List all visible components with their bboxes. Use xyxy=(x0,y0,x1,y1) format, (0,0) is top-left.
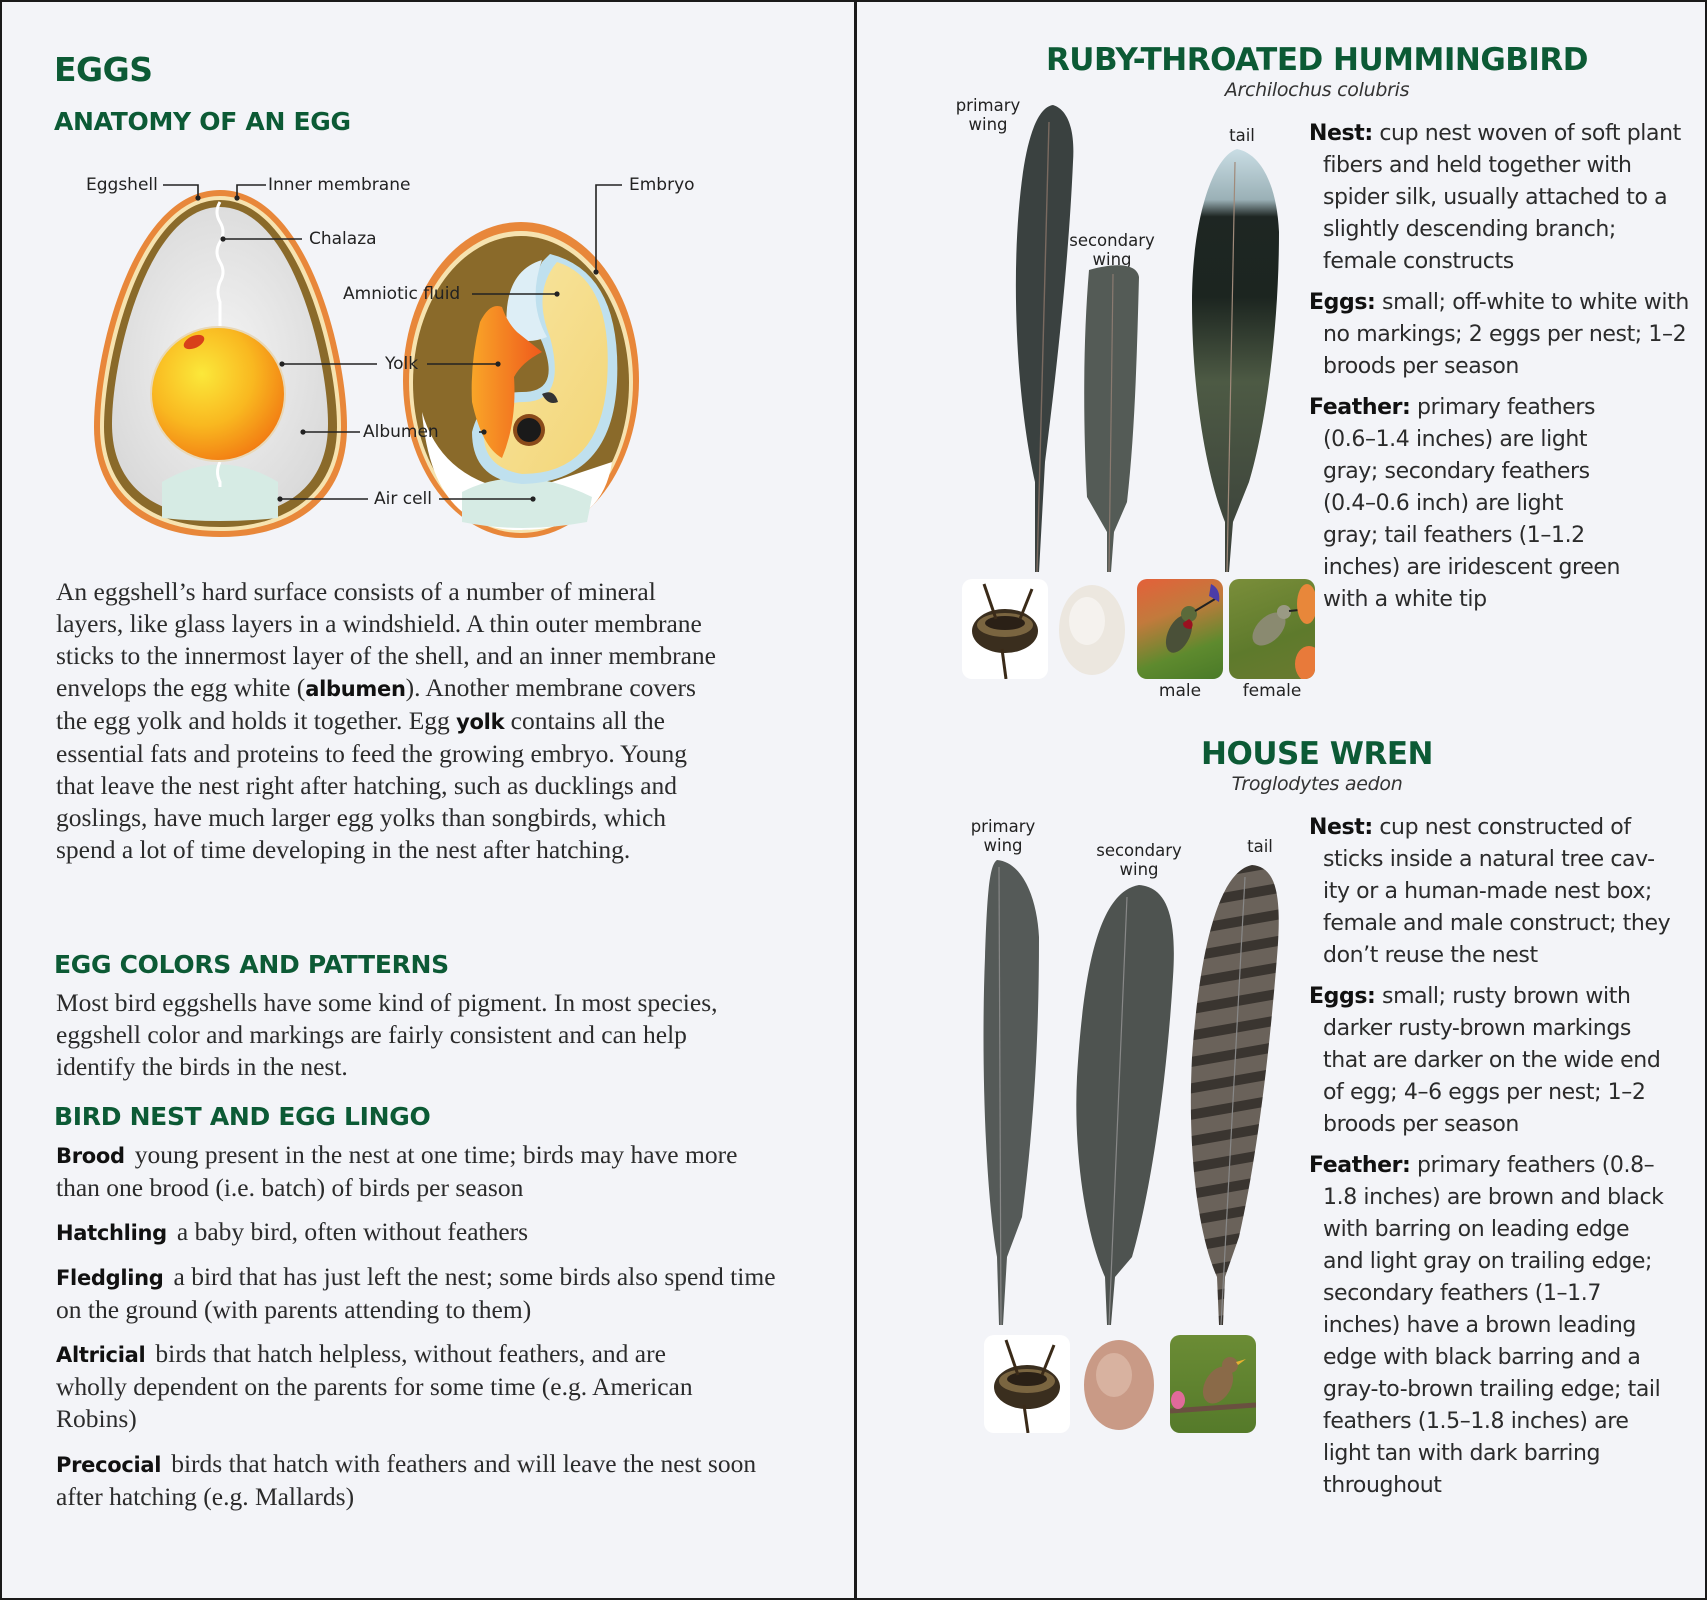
raw-egg-illustration xyxy=(94,190,347,537)
male-hummingbird-photo xyxy=(1137,579,1223,679)
anatomy-heading: ANATOMY OF AN EGG xyxy=(54,107,351,136)
photo-label-male: male xyxy=(1158,681,1202,701)
nest-label: Nest: xyxy=(1309,815,1373,840)
nest-photo xyxy=(984,1335,1070,1433)
term-label: Fledgling xyxy=(56,1266,164,1290)
nest-photo xyxy=(962,579,1048,679)
label-yolk: Yolk xyxy=(385,354,419,374)
anatomy-text-1: An eggshell’s hard surface consists of a… xyxy=(56,577,716,702)
feather-info: Feather: primary feathers (0.6–1.4 inche… xyxy=(1309,392,1623,616)
bold-albumen: albumen xyxy=(305,677,406,701)
nest-text: cup nest woven of soft plant fibers and … xyxy=(1323,121,1681,274)
lingo-term-hatchling: Hatchling a baby bird, often without feat… xyxy=(56,1216,776,1249)
feather-text: primary feathers (0.6–1.4 inches) are li… xyxy=(1323,395,1621,612)
colors-paragraph: Most bird eggshells have some kind of pi… xyxy=(56,988,718,1081)
term-definition: a bird that has just left the nest; some… xyxy=(56,1262,776,1324)
feather-label-tail: tail xyxy=(1229,126,1255,145)
eggs-label: Eggs: xyxy=(1309,984,1376,1009)
label-eggshell: Eggshell xyxy=(86,175,158,195)
label-chalaza: Chalaza xyxy=(309,229,377,249)
term-definition: birds that hatch helpless, without feath… xyxy=(56,1339,693,1433)
anatomy-text-2: ). Another membrane covers the egg yolk … xyxy=(56,673,696,735)
feather-label: Feather: xyxy=(1309,1153,1411,1178)
term-definition: birds that hatch with feathers and will … xyxy=(56,1449,757,1511)
label-air-cell: Air cell xyxy=(374,489,432,509)
page-title: EGGS xyxy=(54,50,153,89)
eggs-text: small; off-white to white with no markin… xyxy=(1323,290,1689,379)
term-definition: young present in the nest at one time; b… xyxy=(56,1140,738,1202)
eggs-info: Eggs: small; rusty brown with darker rus… xyxy=(1309,981,1678,1141)
label-inner-membrane: Inner membrane xyxy=(268,175,411,195)
species-title: RUBY-THROATED HUMMINGBIRD xyxy=(1045,42,1589,78)
house-wren-info: Nest: cup nest constructed of sticks ins… xyxy=(1309,812,1694,1511)
anatomy-paragraph: An eggshell’s hard surface consists of a… xyxy=(56,576,716,866)
house-wren-photo xyxy=(1170,1335,1256,1433)
anatomy-text-3: contains all the essential fats and prot… xyxy=(56,706,688,864)
species-title: HOUSE WREN xyxy=(1201,736,1433,772)
female-hummingbird-photo xyxy=(1229,579,1315,679)
developing-egg-illustration xyxy=(403,222,639,538)
photo-label-female: female xyxy=(1242,681,1302,701)
left-page: EGGS ANATOMY OF AN EGG xyxy=(2,2,852,1598)
term-label: Brood xyxy=(56,1144,125,1168)
label-amniotic-fluid: Amniotic fluid xyxy=(343,284,461,304)
scientific-name: Archilochus colubris xyxy=(1224,79,1410,101)
nest-info: Nest: cup nest woven of soft plant fiber… xyxy=(1309,118,1694,278)
term-label: Precocial xyxy=(56,1453,162,1477)
egg-anatomy-diagram: Eggshell Inner membrane Chalaza Amniotic… xyxy=(2,162,852,552)
term-definition: a baby bird, often without feathers xyxy=(176,1217,529,1246)
term-label: Altricial xyxy=(56,1343,146,1367)
feather-info: Feather: primary feathers (0.8–1.8 inche… xyxy=(1309,1150,1673,1502)
label-albumen: Albumen xyxy=(363,422,439,442)
term-label: Hatchling xyxy=(56,1221,167,1245)
scientific-name: Troglodytes aedon xyxy=(1231,773,1403,795)
eggs-info: Eggs: small; off-white to white with no … xyxy=(1309,287,1694,383)
eggs-label: Eggs: xyxy=(1309,290,1376,315)
feather-label-tail: tail xyxy=(1247,837,1273,856)
page-divider xyxy=(854,2,857,1598)
hummingbird-info: Nest: cup nest woven of soft plant fiber… xyxy=(1309,118,1694,625)
eggs-text: small; rusty brown with darker rusty-bro… xyxy=(1323,984,1661,1137)
egg-photo xyxy=(1082,1335,1157,1433)
egg-photo xyxy=(1057,579,1127,679)
colors-heading: EGG COLORS AND PATTERNS xyxy=(54,950,449,979)
lingo-heading: BIRD NEST AND EGG LINGO xyxy=(54,1102,431,1131)
label-embryo: Embryo xyxy=(629,175,695,195)
right-page: RUBY-THROATED HUMMINGBIRD Archilochus co… xyxy=(857,2,1705,1598)
nest-label: Nest: xyxy=(1309,121,1373,146)
nest-info: Nest: cup nest constructed of sticks ins… xyxy=(1309,812,1678,972)
bold-yolk: yolk xyxy=(456,710,505,734)
hummingbird-feathers-image xyxy=(1015,105,1279,573)
house-wren-feathers-image xyxy=(983,860,1279,1326)
nest-text: cup nest constructed of sticks inside a … xyxy=(1323,815,1671,968)
feather-text: primary feathers (0.8–1.8 inches) are br… xyxy=(1323,1153,1664,1498)
feather-label: Feather: xyxy=(1309,395,1411,420)
